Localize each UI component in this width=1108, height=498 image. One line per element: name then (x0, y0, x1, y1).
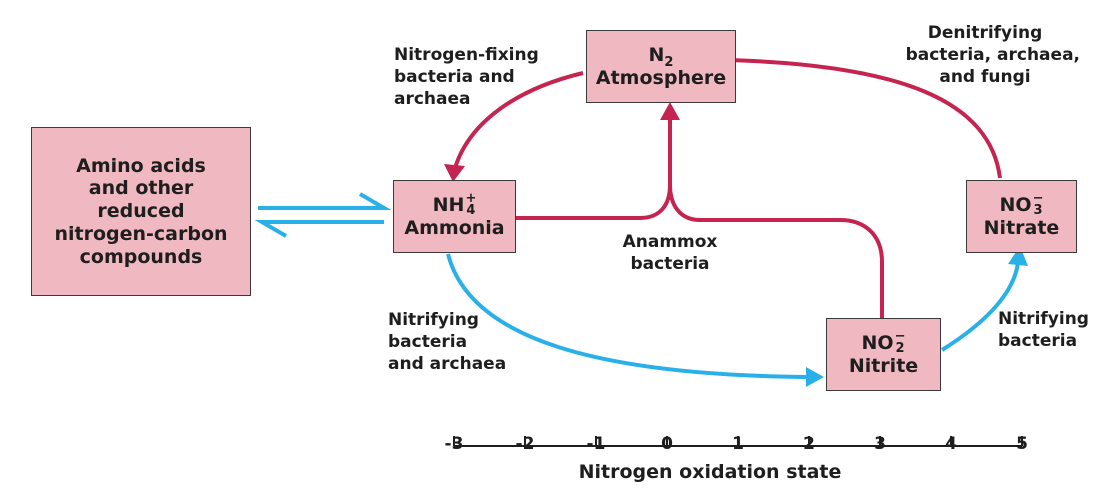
no2-subscript: 2 (895, 341, 905, 357)
anammox-arrow-from-nitrite (668, 184, 884, 318)
denitrifying-line-3: and fungi (939, 67, 1031, 88)
denitrifying-line-1: Denitrifying (927, 23, 1043, 43)
nitrogen-fixing-arrowhead (444, 164, 465, 182)
equilibrium-forward-arrow (258, 192, 392, 210)
no2-name: Nitrite (848, 355, 919, 378)
nitrifying-left-line-2: bacteria (388, 332, 468, 353)
no2-formula-main: NO (861, 331, 894, 354)
nitrogen-fixing-arrow (453, 71, 584, 169)
nh4-charge: +4 (465, 190, 477, 219)
n2-atmosphere-box: N2 Atmosphere (586, 30, 736, 103)
anammox-arrow-from-ammonia (516, 184, 672, 220)
tick-label-0: 0 (661, 434, 673, 454)
n2-subscript: 2 (664, 54, 674, 70)
n2-formula: N2 (648, 43, 674, 70)
no2-formula: NO−2 (861, 328, 906, 357)
denitrifying-label: Denitrifying bacteria, archaea, and fung… (890, 22, 1080, 88)
nitrifying-arrowhead-left (806, 367, 824, 387)
nitrifying-left-label: Nitrifying bacteria and archaea (388, 309, 506, 375)
nitrifying-right-line-2: bacteria (998, 331, 1078, 352)
anammox-arrowhead (660, 102, 680, 120)
nitrifying-left-line-3: and archaea (388, 354, 507, 375)
nitrifying-left-line-1: Nitrifying (388, 310, 479, 330)
oxidation-state-axis (453, 436, 1023, 447)
n2-name: Atmosphere (595, 66, 727, 89)
nitrogen-fixing-line-3: archaea (394, 89, 471, 110)
tick-label-4: 4 (945, 434, 957, 454)
nitrogen-fixing-label: Nitrogen-fixing bacteria and archaea (394, 44, 539, 110)
no3-formula-main: NO (999, 193, 1032, 216)
nh4-formula: NH+4 (432, 190, 477, 219)
amino-line-5: compounds (79, 245, 203, 268)
tick-label-m2: -2 (515, 434, 535, 454)
nh4-name: Ammonia (404, 217, 505, 240)
tick-label-3: 3 (874, 434, 886, 454)
anammox-line-1: Anammox (622, 232, 718, 252)
amino-line-3: reduced (97, 200, 185, 223)
nh4-subscript: 4 (466, 203, 476, 219)
tick-label-m3: -3 (444, 434, 464, 454)
tick-label-2: 2 (803, 434, 815, 454)
denitrifying-arrow (727, 58, 1002, 179)
tick-label-1: 1 (732, 434, 744, 454)
nitrifying-arrow-right (940, 261, 1020, 352)
amino-line-2: and other (88, 177, 194, 200)
amino-line-4: nitrogen-carbon (54, 222, 228, 245)
equilibrium-reverse-arrow (254, 220, 384, 238)
nitrogen-fixing-line-2: bacteria and (394, 67, 515, 88)
anammox-label: Anammox bacteria (600, 231, 740, 275)
denitrifying-line-2: bacteria, archaea, (905, 45, 1080, 66)
anammox-line-2: bacteria (630, 254, 710, 275)
nh4-formula-main: NH (432, 193, 465, 216)
nitrifying-arrowhead-right (1008, 246, 1028, 266)
amino-acids-box: Amino acids and other reduced nitrogen-c… (31, 127, 251, 296)
tick-label-m1: -1 (586, 434, 606, 454)
nitrifying-arrow-left (446, 253, 809, 379)
nitrifying-right-label: Nitrifying bacteria (998, 308, 1089, 352)
axis-title: Nitrogen oxidation state (578, 461, 842, 483)
no3-subscript: 3 (1033, 203, 1043, 219)
tick-label-5: 5 (1016, 434, 1028, 454)
nitrate-box: NO−3 Nitrate (966, 180, 1077, 253)
no3-superscript: − (1032, 190, 1044, 206)
no3-name: Nitrate (983, 217, 1060, 240)
amino-line-1: Amino acids (76, 154, 206, 177)
nh4-superscript: + (465, 190, 477, 206)
nitrifying-right-line-1: Nitrifying (998, 309, 1089, 329)
no2-superscript: − (894, 328, 906, 344)
nitrite-box: NO−2 Nitrite (826, 318, 941, 391)
ammonia-box: NH+4 Ammonia (393, 180, 516, 253)
no3-charge: −3 (1032, 190, 1044, 219)
nitrogen-fixing-line-1: Nitrogen-fixing (394, 45, 539, 65)
no2-charge: −2 (894, 328, 906, 357)
n2-formula-main: N (648, 43, 665, 66)
no3-formula: NO−3 (999, 190, 1044, 219)
